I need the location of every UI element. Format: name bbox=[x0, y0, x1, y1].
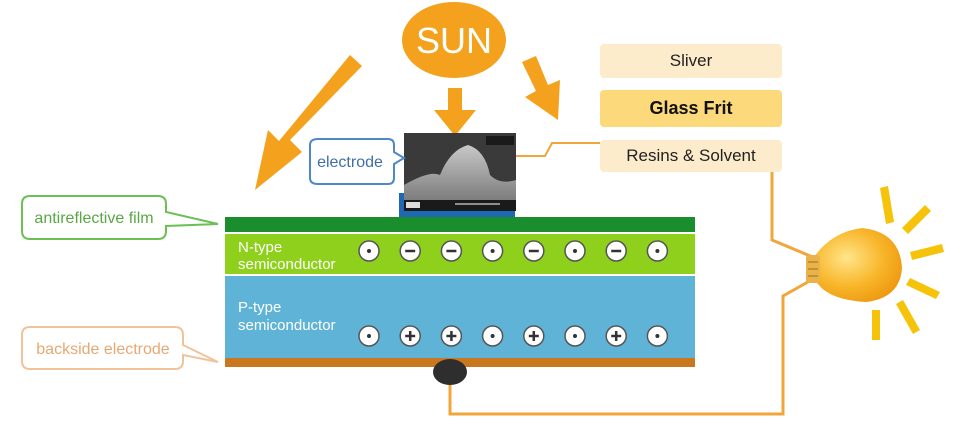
p-type-label-line2: semiconductor bbox=[238, 317, 336, 334]
paste-component-glass-frit: Glass Frit bbox=[600, 90, 782, 127]
paste-component-silver: Sliver bbox=[600, 44, 782, 78]
paste-link-line bbox=[514, 142, 600, 157]
contact-dot bbox=[433, 359, 467, 385]
arrow-right bbox=[522, 56, 560, 120]
electrode-callout: electrode bbox=[309, 138, 406, 185]
carrier-dot-mark bbox=[490, 334, 495, 338]
carrier-dot-mark bbox=[367, 334, 371, 338]
p-type-label-line1: P-type bbox=[238, 299, 281, 316]
circuit-wire bbox=[448, 276, 816, 416]
n-row-carriers bbox=[358, 240, 669, 262]
arrow-center bbox=[434, 88, 476, 136]
p-row-carriers bbox=[358, 325, 669, 347]
sunlight-arrows bbox=[255, 55, 560, 190]
n-type-label-line1: N-type bbox=[238, 239, 282, 256]
electrode-callout-text: electrode bbox=[317, 154, 383, 171]
carrier-dot-mark bbox=[573, 249, 577, 253]
light-rays bbox=[872, 186, 944, 340]
carrier-dot-mark bbox=[655, 249, 660, 253]
paste-component-resins-solvent: Resins & Solvent bbox=[600, 140, 782, 172]
carrier-dot-mark bbox=[490, 249, 495, 253]
sun-label: SUN bbox=[416, 20, 492, 61]
antireflective-film-layer bbox=[225, 217, 695, 232]
carrier-dot-mark bbox=[655, 334, 660, 338]
micrograph-image bbox=[404, 133, 516, 211]
light-bulb-icon bbox=[806, 186, 944, 340]
sun-shape bbox=[402, 2, 506, 78]
carrier-dot-mark bbox=[367, 249, 371, 253]
circuit-wire-upper bbox=[770, 172, 816, 260]
antireflective-callout: antireflective film bbox=[21, 195, 219, 240]
n-type-label-line2: semiconductor bbox=[238, 256, 336, 273]
backside-callout: backside electrode bbox=[21, 326, 219, 370]
arrow-left bbox=[255, 55, 362, 190]
carrier-dot-mark bbox=[573, 334, 577, 338]
antireflective-callout-text: antireflective film bbox=[34, 210, 153, 227]
backside-callout-text: backside electrode bbox=[36, 341, 170, 358]
